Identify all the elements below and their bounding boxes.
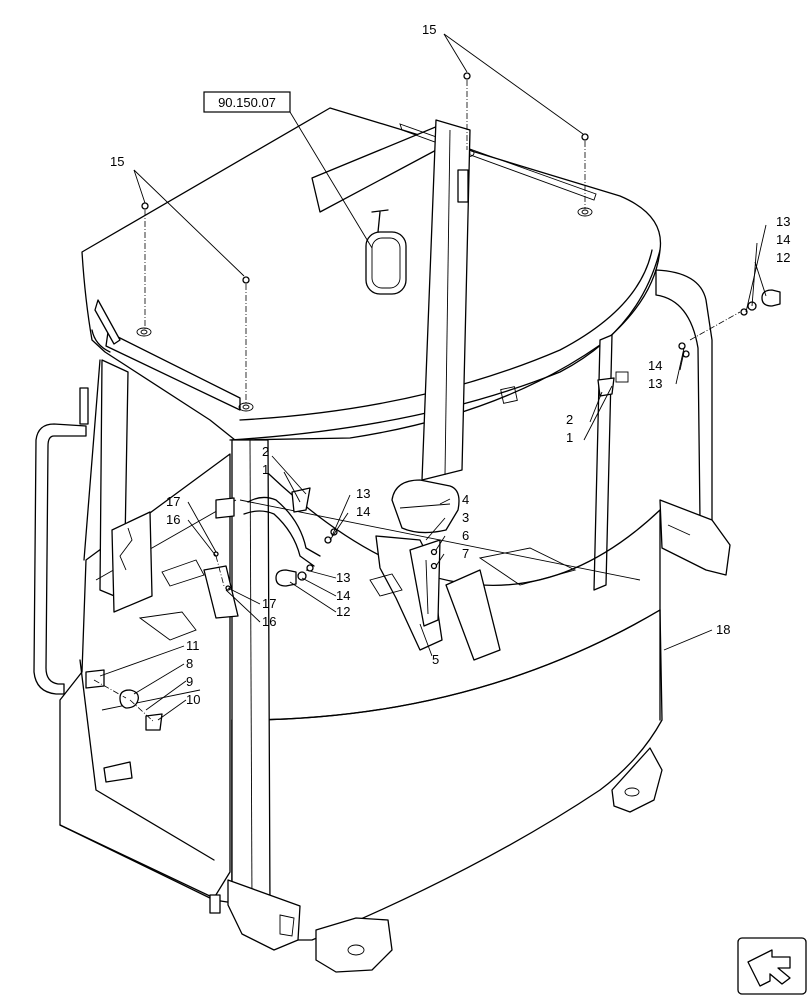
callout-15-top: 15 [422,22,436,37]
callout-2-left: 2 [262,444,269,459]
callout-8: 8 [186,656,193,671]
callout-17-top: 17 [166,494,180,509]
leader-lines [99,33,767,721]
callout-12-lower: 12 [336,604,350,619]
callout-5: 5 [432,652,439,667]
callout-labels: 15 15 13 14 12 14 13 2 1 2 1 13 14 4 3 6… [110,22,790,707]
rear-posts [421,119,613,591]
callout-18: 18 [716,622,730,637]
callout-10: 10 [186,692,200,707]
callout-11: 11 [186,638,200,653]
callout-13-right: 13 [776,214,790,229]
callout-4: 4 [462,492,469,507]
callout-14-center: 14 [356,504,370,519]
callout-6: 6 [462,528,469,543]
callout-12-right: 12 [776,250,790,265]
interior-mirror [365,209,407,295]
callout-9: 9 [186,674,193,689]
callout-14-right: 14 [776,232,790,247]
callout-1-left: 1 [262,462,269,477]
callout-1-right: 1 [566,430,573,445]
callout-13-lower: 13 [336,570,350,585]
callout-16-top: 16 [166,512,180,527]
cab-body [59,269,731,973]
navigation-arrow-icon[interactable] [737,937,807,995]
assembly-centerlines [93,80,741,723]
callout-7: 7 [462,546,469,561]
hose [243,496,321,567]
hardware [85,72,781,731]
callout-13-mid: 13 [648,376,662,391]
reference-label: 90.150.07 [218,95,276,110]
callout-3: 3 [462,510,469,525]
seat-console [369,479,501,661]
callout-14-mid: 14 [648,358,662,373]
callout-15-left: 15 [110,154,124,169]
callout-2-right: 2 [566,412,573,427]
callout-13-center: 13 [356,486,370,501]
callout-17-lower: 17 [262,596,276,611]
callout-16-lower: 16 [262,614,276,629]
reference-box: 90.150.07 [203,91,291,113]
left-wall-parts [111,497,239,619]
callout-14-lower: 14 [336,588,350,603]
grab-handle [33,387,89,695]
